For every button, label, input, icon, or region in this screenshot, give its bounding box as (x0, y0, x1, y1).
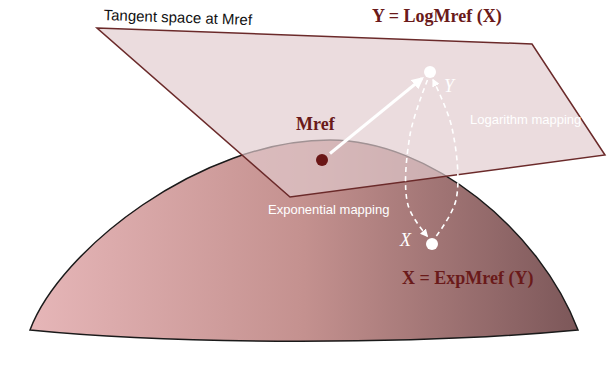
log-formula: Y = LogMref (X) (372, 6, 502, 27)
mapping-arrow (433, 80, 458, 236)
mapping-label: Logarithm mapping (470, 112, 581, 127)
point-label: X (400, 230, 411, 251)
exp-formula: X = ExpMref (Y) (402, 268, 533, 289)
plane-title: Tangent space at Mref (103, 6, 252, 28)
tangent-point: Y (424, 66, 436, 78)
mapping-label: Exponential mapping (268, 202, 389, 217)
point-label: Y (444, 76, 454, 97)
reference-point: Mref (316, 154, 328, 166)
tangent-plane (97, 28, 605, 197)
mapping-arrow (406, 80, 428, 236)
point-label: Mref (296, 114, 335, 135)
manifold-point: X (426, 238, 438, 250)
